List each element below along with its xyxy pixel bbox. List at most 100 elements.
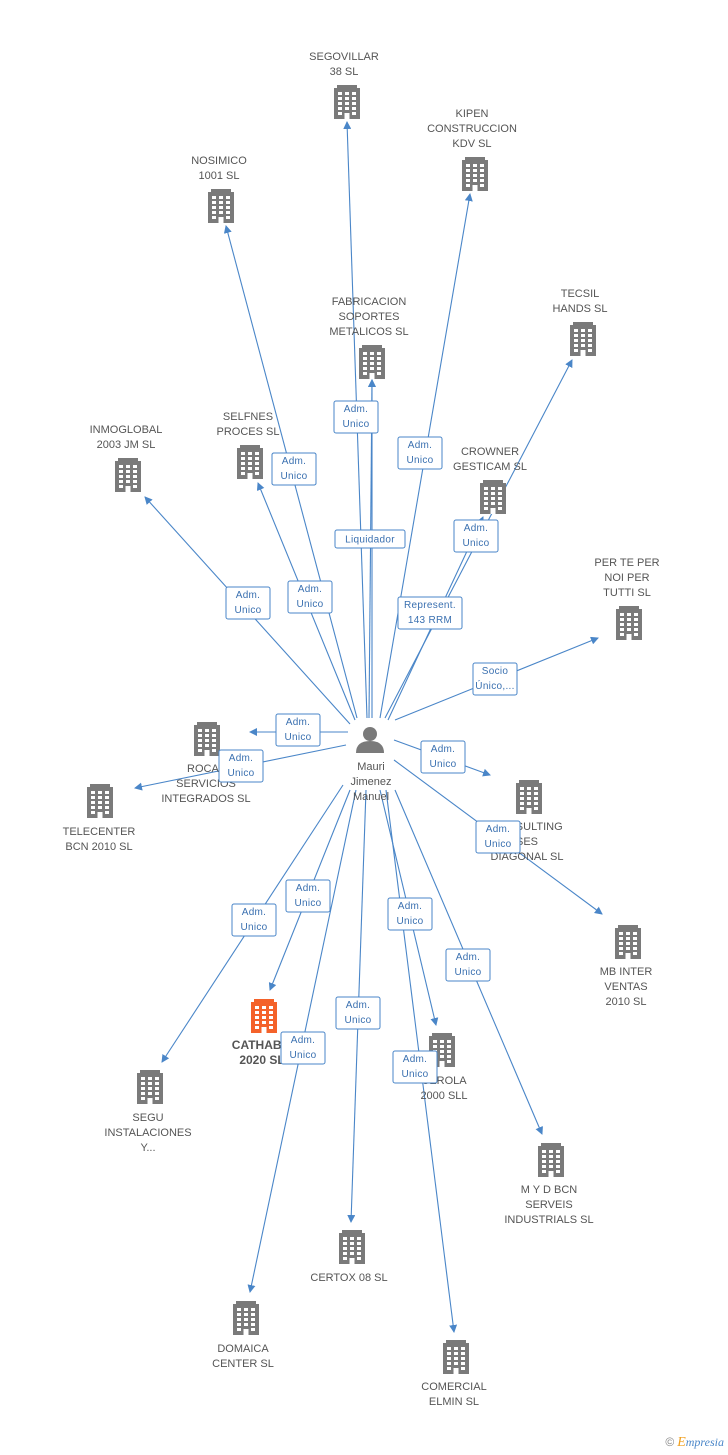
- building-icon: [339, 1230, 365, 1264]
- company-node-tecsil[interactable]: TECSIL HANDS SL: [552, 288, 608, 356]
- edge-label-text: Unico: [344, 1015, 371, 1026]
- edge-label-text: Liquidador: [345, 535, 395, 546]
- company-node-selfnes[interactable]: SELFNES PROCES SL: [217, 411, 280, 479]
- building-icon: [208, 189, 234, 223]
- edge-label-cerola[interactable]: Adm.Unico: [387, 897, 433, 931]
- copyright-icon: ©: [665, 1435, 675, 1449]
- edge-label-text: Adm.: [291, 1035, 316, 1046]
- company-name: DOMAICA: [217, 1343, 269, 1355]
- edge-label-text: Unico: [234, 605, 261, 616]
- edge-label-text: Unico: [406, 455, 433, 466]
- edge-label-text: Adm.: [456, 952, 481, 963]
- company-name: KIPEN: [455, 108, 488, 120]
- edge-label-fabricacion[interactable]: Adm. Unico: [333, 400, 379, 434]
- edge-label-text: Adm.: [344, 404, 369, 415]
- edge-label-text: Adm.: [282, 456, 307, 467]
- edge-label-consulting[interactable]: Adm.Unico: [420, 740, 466, 774]
- company-name: ELMIN SL: [429, 1396, 479, 1408]
- edge-label-text: Adm.: [408, 440, 433, 451]
- company-name: SELFNES: [223, 411, 273, 423]
- building-icon: [194, 722, 220, 756]
- person-name: Mauri: [357, 761, 385, 773]
- company-name: TECSIL: [561, 288, 600, 300]
- company-name: PER TE PER: [594, 557, 659, 569]
- edge-label-text: Adm.: [431, 744, 456, 755]
- company-name: COMERCIAL: [421, 1381, 486, 1393]
- building-icon: [616, 606, 642, 640]
- edge-label-text: Adm.: [242, 907, 267, 918]
- building-icon: [237, 445, 263, 479]
- edge-label-inmoglobal[interactable]: Adm.Unico: [225, 586, 271, 620]
- edge-label-fabricacion[interactable]: Liquidador: [334, 529, 406, 549]
- edge-label-text: Unico: [462, 538, 489, 549]
- edge-label-segu[interactable]: Adm. Unico: [231, 903, 277, 937]
- edge-label-nosimico[interactable]: Adm. Unico: [271, 452, 317, 486]
- company-name: FABRICACION: [332, 296, 407, 308]
- company-name: ROCAL: [187, 763, 225, 775]
- edge-label-text: Unico: [342, 419, 369, 430]
- company-name: NOSIMICO: [191, 155, 247, 167]
- edge-label-kipen[interactable]: Adm. Unico: [397, 436, 443, 470]
- company-name: SERVEIS: [525, 1199, 573, 1211]
- edge-label-perteper[interactable]: SocioÚnico,...: [472, 662, 518, 696]
- company-node-comercial[interactable]: COMERCIAL ELMIN SL: [421, 1340, 487, 1408]
- edge-label-rocal[interactable]: Adm.Unico: [275, 713, 321, 747]
- edge-label-mbinter[interactable]: Adm.Unico: [475, 820, 521, 854]
- edge-label-myd[interactable]: Adm.Unico: [445, 948, 491, 982]
- edge-label-cathabit[interactable]: Adm.Unico: [285, 879, 331, 913]
- company-name: PROCES SL: [217, 426, 280, 438]
- company-name: CATHABIT: [232, 1038, 293, 1052]
- edge-label-text: Unico: [484, 839, 511, 850]
- building-icon: [615, 925, 641, 959]
- edge-label-crowner[interactable]: Adm.Unico: [453, 519, 499, 553]
- building-icon: [115, 458, 141, 492]
- company-name: NOI PER: [604, 572, 649, 584]
- company-name: KDV SL: [452, 138, 491, 150]
- edge-label-tecsil[interactable]: Represent.143 RRM: [397, 596, 463, 630]
- edge-label-certox[interactable]: Adm.Unico: [335, 996, 381, 1030]
- edge-label-domaica[interactable]: Adm. Unico: [280, 1031, 326, 1065]
- building-icon: [462, 157, 488, 191]
- building-icon: [480, 480, 506, 514]
- company-name: M Y D BCN: [521, 1184, 577, 1196]
- edge-label-text: Unico: [289, 1050, 316, 1061]
- edge-label-text: Unico: [280, 471, 307, 482]
- company-name: HANDS SL: [552, 303, 607, 315]
- brand-initial: E: [677, 1435, 686, 1450]
- person-name: Jimenez: [351, 776, 392, 788]
- building-icon: [334, 85, 360, 119]
- edge-label-text: Adm.: [403, 1054, 428, 1065]
- edge-label-telecenter[interactable]: Adm.Unico: [218, 749, 264, 783]
- building-icon: [359, 345, 385, 379]
- company-name: INTEGRADOS SL: [161, 793, 250, 805]
- company-name: SEGU: [132, 1112, 163, 1124]
- company-node-segu[interactable]: SEGUINSTALACIONESY...: [104, 1070, 192, 1154]
- company-name: INMOGLOBAL: [90, 424, 163, 436]
- company-node-telecenter[interactable]: TELECENTER BCN 2010 SL: [63, 784, 136, 853]
- edge-label-text: 143 RRM: [408, 615, 452, 626]
- edge-label-selfnes[interactable]: Adm.Unico: [287, 580, 333, 614]
- edge-label-text: Socio: [482, 666, 509, 677]
- edge-label-comercial[interactable]: Adm.Unico: [392, 1050, 438, 1084]
- edge-label-text: Adm.: [229, 753, 254, 764]
- company-name: BCN 2010 SL: [65, 841, 132, 853]
- footer-brand[interactable]: © Empresia: [665, 1435, 724, 1451]
- company-name: Y...: [140, 1142, 155, 1154]
- building-icon: [570, 322, 596, 356]
- company-name: TELECENTER: [63, 826, 136, 838]
- edge-label-text: Unico: [240, 922, 267, 933]
- company-node-certox[interactable]: CERTOX 08 SL: [310, 1230, 388, 1284]
